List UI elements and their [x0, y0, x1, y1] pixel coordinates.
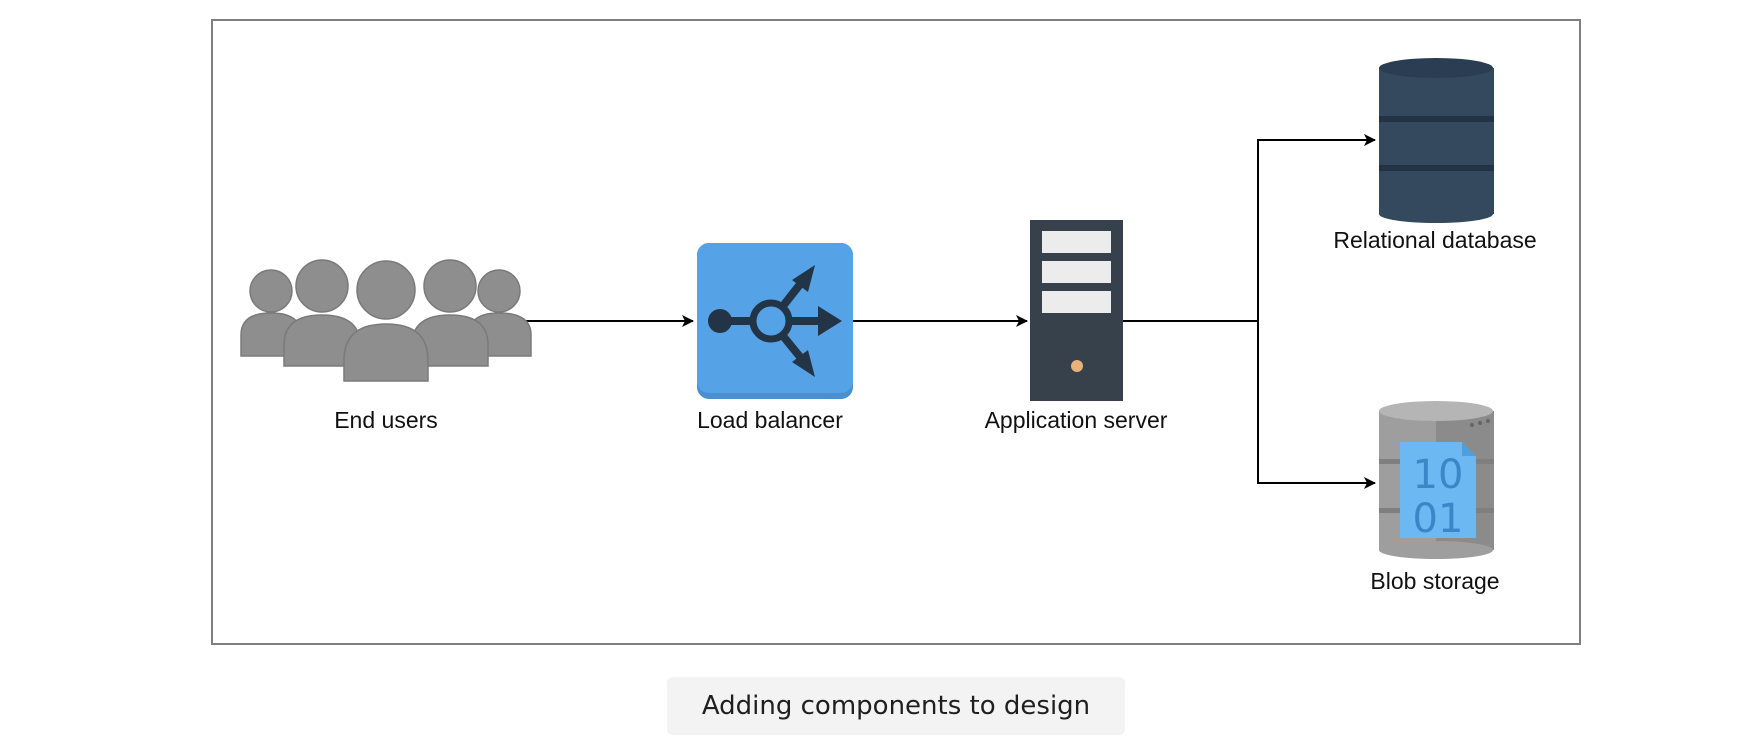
- relational-database-label: Relational database: [1333, 227, 1537, 253]
- end-users-label: End users: [334, 407, 438, 433]
- diagram-frame: [211, 19, 1581, 645]
- server-tower-icon: [1030, 220, 1123, 401]
- blob-icon-digits-bottom: 01: [1413, 496, 1464, 542]
- blob-storage-label: Blob storage: [1370, 568, 1500, 594]
- edge-app-server-to-blob-storage: [1257, 321, 1376, 489]
- application-server-label: Application server: [984, 407, 1168, 433]
- edge-app-server-to-relational-db: [1122, 134, 1376, 322]
- diagram-caption: Adding components to design: [667, 677, 1125, 735]
- blob-icon-digits-top: 10: [1413, 452, 1464, 498]
- load-balancer-icon: [697, 243, 853, 399]
- load-balancer-label: Load balancer: [697, 407, 843, 433]
- database-icon: [1379, 58, 1494, 223]
- blob-storage-icon: 10 01: [1379, 401, 1494, 559]
- users-group-icon: [240, 259, 532, 382]
- diagram-edges: [526, 134, 1376, 489]
